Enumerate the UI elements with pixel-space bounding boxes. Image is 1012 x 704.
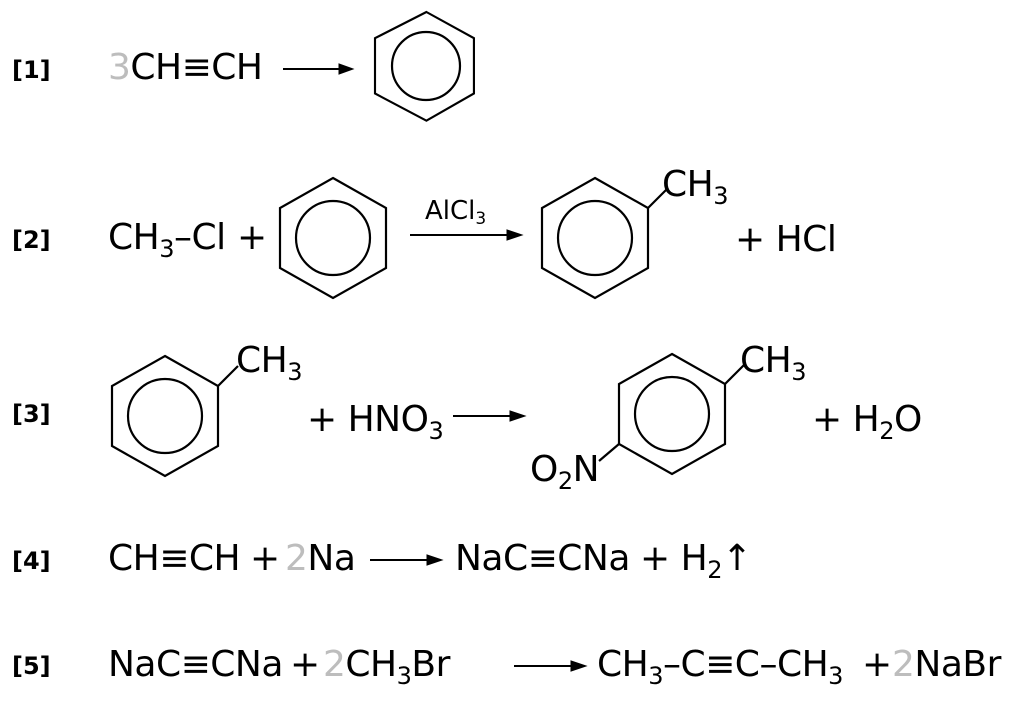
reaction-2-label: [2] xyxy=(12,226,51,254)
toluene-ring-icon xyxy=(110,354,239,478)
plus-sign: + xyxy=(862,644,892,685)
hydrogen-gas-product: + H2↑ xyxy=(640,538,752,584)
coefficient: 2 xyxy=(323,644,346,685)
reaction-1-reactant: 3CH≡CH xyxy=(108,47,263,88)
methyl-substituent: CH3 xyxy=(236,340,302,386)
acetylene-formula: CH≡CH xyxy=(108,538,241,579)
butyne-formula: CH3–C≡C–CH3 xyxy=(597,644,843,690)
sodium-reagent: 2Na xyxy=(285,538,356,579)
reaction-5-arrow xyxy=(514,660,588,672)
plus-sign: + xyxy=(237,217,267,258)
bromomethane-formula: 2CH3Br xyxy=(323,644,450,690)
toluene-ring-icon xyxy=(540,176,669,300)
sodium-bromide-product: 2NaBr xyxy=(892,644,1001,685)
coefficient: 2 xyxy=(285,538,308,579)
reaction-4-label: [4] xyxy=(12,547,51,575)
plus-sign: + xyxy=(290,644,320,685)
coefficient: 2 xyxy=(892,644,915,685)
sodium-acetylide-formula: NaC≡CNa xyxy=(108,644,283,685)
catalyst-label: AlCl3 xyxy=(425,196,487,229)
plus-sign: + xyxy=(250,538,280,579)
hcl-byproduct: + HCl xyxy=(735,219,837,260)
reaction-3-label: [3] xyxy=(12,400,51,428)
reaction-3-arrow xyxy=(453,410,527,422)
methyl-substituent: CH3 xyxy=(662,164,728,210)
reaction-2-arrow xyxy=(410,229,524,241)
sodium-acetylide-formula: NaC≡CNa xyxy=(455,538,630,579)
reaction-1-arrow xyxy=(283,63,355,75)
nitrotoluene-ring-icon xyxy=(598,352,746,476)
chloromethane-formula: CH3–Cl xyxy=(108,217,226,263)
water-byproduct: + H2O xyxy=(812,399,922,445)
nitro-substituent: O2N xyxy=(530,449,600,495)
coefficient: 3 xyxy=(108,47,131,88)
reaction-4-arrow xyxy=(370,554,444,566)
methyl-substituent: CH3 xyxy=(740,340,806,386)
reaction-5-label: [5] xyxy=(12,652,51,680)
reaction-1-label: [1] xyxy=(12,56,51,84)
benzene-ring-icon xyxy=(278,176,388,300)
benzene-ring-icon xyxy=(373,10,476,122)
nitric-acid-formula: + HNO3 xyxy=(307,399,444,445)
acetylene-formula: CH≡CH xyxy=(130,47,263,88)
